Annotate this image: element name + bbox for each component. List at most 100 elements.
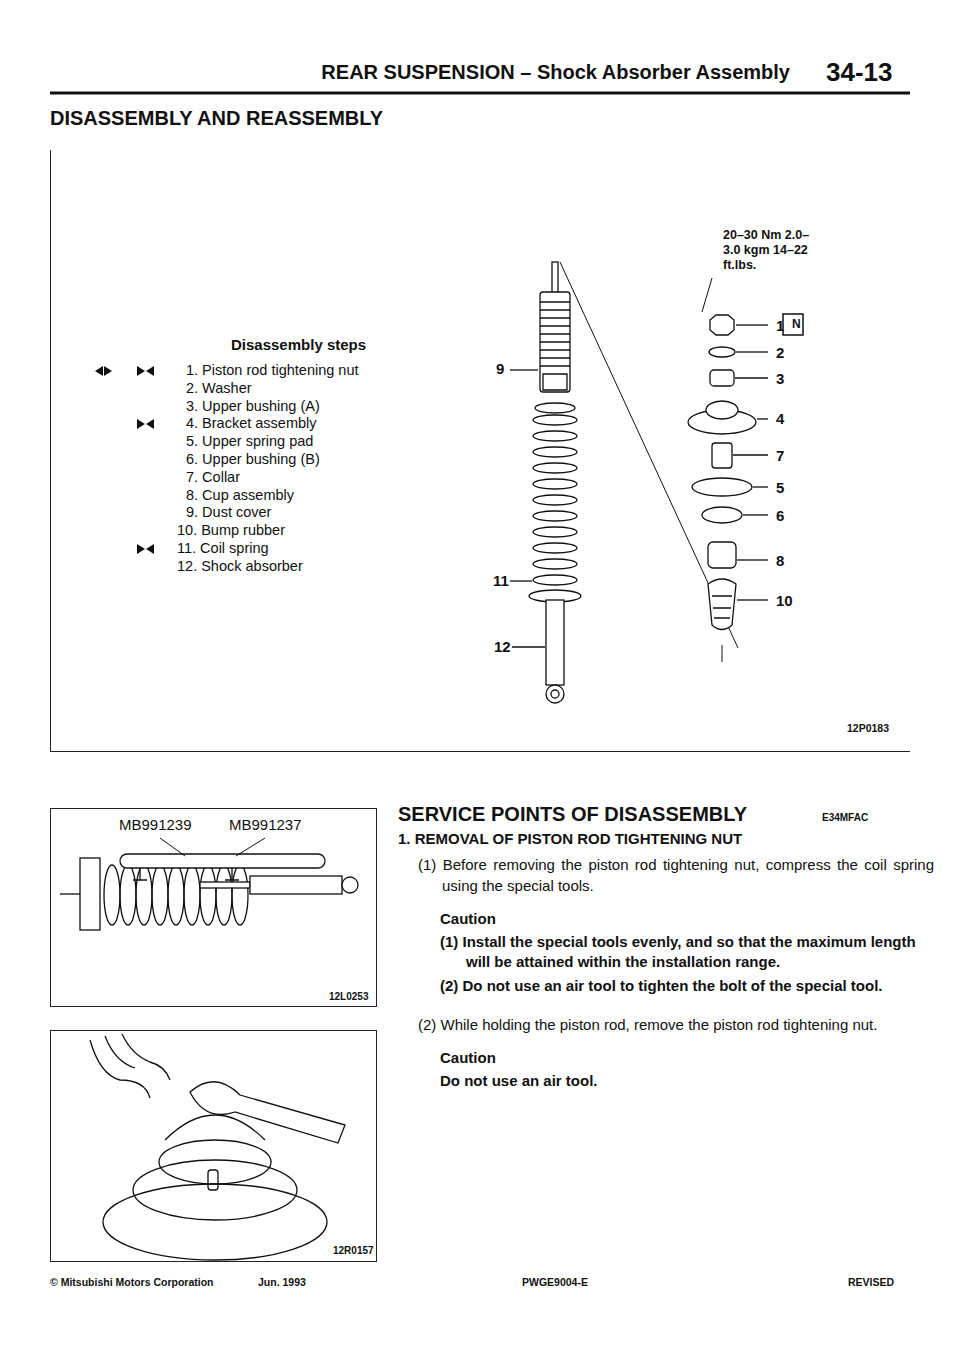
- wrench-figure: [159, 1140, 271, 1184]
- exploded-parts: [712, 596, 732, 618]
- shock-absorber-assembly: [533, 559, 577, 569]
- caution-text: Do not use an air tool.: [440, 1072, 598, 1090]
- shock-absorber-assembly: [540, 302, 570, 366]
- exploded-view-panel: Disassembly steps1. Piston rod tightenin…: [50, 150, 910, 752]
- shock-absorber-assembly: [551, 690, 559, 698]
- exploded-parts: [702, 278, 712, 312]
- shock-absorber-assembly: [533, 463, 577, 473]
- shock-absorber-assembly: [533, 527, 577, 537]
- list-heading: Disassembly steps: [231, 336, 366, 354]
- step-item: 4. Bracket assembly: [186, 415, 317, 432]
- page-title: REAR SUSPENSION – Shock Absorber Assembl…: [321, 60, 790, 84]
- shock-absorber-assembly: [560, 262, 738, 648]
- spring-compressor-figure: [232, 865, 248, 925]
- exploded-parts: [737, 559, 768, 560]
- exploded-parts: [753, 486, 768, 487]
- header-rule: [50, 92, 910, 93]
- shock-absorber-assembly: [722, 645, 723, 662]
- step-symbols: [95, 366, 103, 376]
- revision-mark: REVISED: [848, 1276, 894, 1289]
- shock-absorber-assembly: [543, 374, 567, 390]
- step-symbols: [146, 366, 154, 376]
- wrench-figure: [133, 1160, 297, 1220]
- exploded-parts: [706, 401, 738, 419]
- spring-compressor-figure: [216, 865, 232, 925]
- instruction: (1) Before removing the piston rod tight…: [418, 854, 934, 896]
- shock-absorber-assembly: [533, 431, 577, 441]
- step-symbols: [104, 366, 112, 376]
- wrench-figure: [190, 1082, 345, 1143]
- shock-absorber-assembly: [512, 646, 545, 647]
- exploded-parts: [737, 599, 768, 600]
- callout-number: 8: [776, 552, 784, 570]
- callout-number: 10: [776, 592, 793, 610]
- callout-number: 4: [776, 410, 784, 428]
- shock-absorber-assembly: [510, 580, 532, 581]
- shock-absorber-assembly: [540, 292, 570, 392]
- step-symbols: [137, 544, 145, 554]
- step-heading: 1. REMOVAL OF PISTON ROD TIGHTENING NUT: [398, 830, 742, 848]
- exploded-parts: [708, 579, 736, 630]
- step-symbols: [137, 419, 145, 429]
- wrench-figure: [165, 1115, 265, 1140]
- section-code: E34MFAC: [822, 812, 868, 824]
- copyright: © Mitsubishi Motors Corporation: [50, 1276, 213, 1289]
- spring-compressor-figure: [184, 865, 200, 925]
- figure-box: MB991239MB99123712L0253: [50, 808, 377, 1007]
- shock-absorber-assembly: [510, 369, 538, 370]
- step-item: 8. Cup assembly: [186, 487, 294, 504]
- exploded-parts: [743, 514, 768, 515]
- callout-number: 7: [776, 447, 784, 465]
- exploded-parts: [702, 507, 742, 523]
- callout-number: 5: [776, 479, 784, 497]
- non-reusable-mark: N: [788, 315, 805, 334]
- exploded-parts: [709, 347, 735, 357]
- step-symbols: [137, 366, 145, 376]
- figure-code: 12R0157: [333, 1245, 374, 1257]
- step-item: 2. Washer: [186, 380, 252, 397]
- caution-text: (2) Do not use an air tool to tighten th…: [440, 976, 936, 996]
- figure-code: 12P0183: [847, 722, 889, 735]
- spring-compressor-figure: [133, 868, 239, 880]
- spring-compressor-figure: [236, 838, 265, 856]
- spring-compressor-figure: [168, 865, 184, 925]
- wrench-figure: [103, 1184, 327, 1260]
- caution-heading: Caution: [440, 1049, 496, 1067]
- date: Jun. 1993: [258, 1276, 306, 1289]
- spring-compressor-figure: [160, 838, 185, 856]
- step-symbols: [95, 366, 154, 554]
- exploded-parts: [736, 351, 768, 352]
- wrench-figure: [90, 1034, 170, 1098]
- shock-absorber-assembly: [533, 495, 577, 505]
- figure-box: 12R0157: [50, 1030, 377, 1262]
- exploded-parts: [757, 418, 768, 419]
- callout-number: 3: [776, 370, 784, 388]
- spring-compressor-figure: [120, 854, 325, 868]
- caution-text: (1) Install the special tools evenly, an…: [440, 932, 936, 972]
- exploded-parts: [736, 324, 768, 325]
- exploded-parts: [692, 478, 752, 496]
- shock-absorber-assembly: [533, 479, 577, 489]
- step-item: 10. Bump rubber: [177, 522, 285, 539]
- step-item: 3. Upper bushing (A): [186, 398, 320, 415]
- torque-spec: 20–30 Nm 2.0–3.0 kgm 14–22 ft.lbs.: [723, 228, 823, 273]
- instruction: (2) While holding the piston rod, remove…: [418, 1014, 934, 1035]
- spring-compressor-figure: [80, 858, 100, 930]
- tool-number: MB991237: [229, 816, 302, 834]
- spring-compressor-figure: [136, 865, 152, 925]
- exploded-parts: [712, 443, 732, 468]
- header-rule: [50, 92, 910, 95]
- exploded-parts: [733, 454, 768, 455]
- section-heading: SERVICE POINTS OF DISASSEMBLY: [398, 802, 747, 826]
- shock-absorber-assembly: [533, 415, 577, 425]
- shock-absorber-assembly: [533, 543, 577, 553]
- spring-compressor-figure: [104, 865, 120, 925]
- callout-number: 12: [494, 638, 511, 656]
- spring-compressor-figure: [342, 877, 358, 893]
- spring-compressor-figure: [60, 838, 358, 930]
- step-item: 5. Upper spring pad: [186, 433, 313, 450]
- exploded-parts: [708, 542, 736, 568]
- callout-number: 6: [776, 507, 784, 525]
- wrench-figure: [208, 1170, 218, 1190]
